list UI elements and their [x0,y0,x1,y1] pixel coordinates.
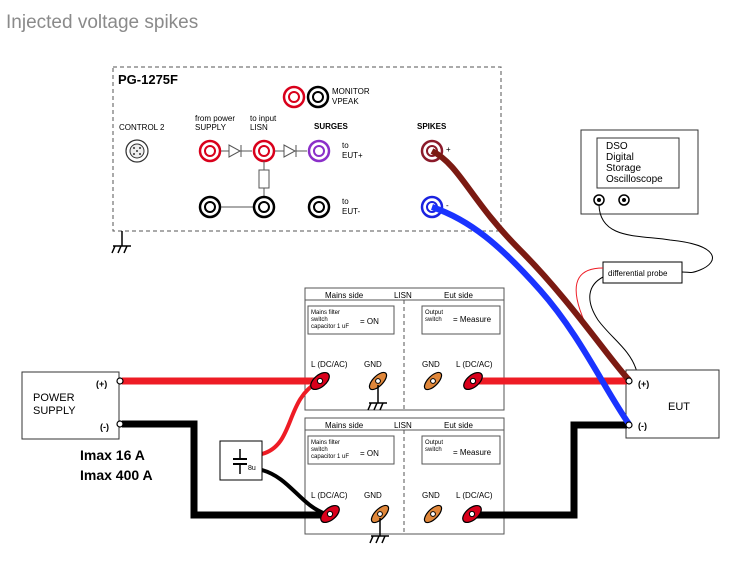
lisn-top-output-state: = Measure [453,315,492,324]
lisn-input-label: LISN [250,123,268,132]
black-connector-lisn[interactable] [252,195,276,219]
lisn-bottom-title: LISN [394,421,412,430]
svg-text:Output: Output [425,310,443,316]
eut-box: EUT (+) (-) [625,369,720,439]
lisn-bottom-filter-state: = ON [360,449,379,458]
supply-label: SUPPLY [195,123,227,132]
monitor-black-connector[interactable] [306,85,330,109]
dso-input-1[interactable] [593,194,605,206]
ps-minus-terminal[interactable] [116,420,124,428]
svg-text:L (DC/AC): L (DC/AC) [311,491,348,500]
imax-16-label: Imax 16 A [80,447,145,463]
capacitor-label: 8u [248,465,256,472]
lisn-bottom-mains-side: Mains side [325,421,364,430]
svg-text:GND: GND [422,360,440,369]
svg-text:switch: switch [311,447,328,453]
resistor-icon [258,169,270,189]
diode-1-icon [221,144,252,158]
brown-spike-cable [430,148,632,383]
svg-text:switch: switch [425,447,442,453]
surges-label: SURGES [314,122,348,131]
eut-minus-label: (-) [638,421,647,431]
dso-digital: Digital [606,152,634,163]
ps-minus-label: (-) [100,422,109,432]
lisn-top-title: LISN [394,291,412,300]
svg-text:Mains filter: Mains filter [311,310,340,316]
spikes-minus-label: - [446,201,449,210]
capacitor-black-lead [261,468,327,516]
spikes-label: SPIKES [417,122,447,131]
page-title: Injected voltage spikes [6,12,199,33]
svg-text:GND: GND [364,360,382,369]
power-supply: POWER SUPPLY (+) (-) [21,371,120,440]
lisn-top: Mains side LISN Eut side Mains filter sw… [304,287,505,411]
generator-model: PG-1275F [118,72,178,87]
probe-label: differential probe [608,269,668,278]
dso-label: DSO [606,141,628,152]
dso-storage: Storage [606,163,641,174]
to-label-2: to [342,197,349,206]
control-connector[interactable] [125,139,149,163]
svg-text:L (DC/AC): L (DC/AC) [456,491,493,500]
svg-text:L (DC/AC): L (DC/AC) [456,360,493,369]
svg-text:capacitor 1 uF: capacitor 1 uF [311,454,349,460]
lisn-top-eut-side: Eut side [444,291,473,300]
black-connector-left[interactable] [198,195,222,219]
surges-eut-minus-connector[interactable] [307,195,331,219]
lisn-top-filter-state: = ON [360,317,379,326]
differential-probe [602,261,683,284]
dso-box: DSO Digital Storage Oscilloscope [580,129,699,215]
svg-text:GND: GND [364,491,382,500]
dso-oscilloscope: Oscilloscope [606,174,663,185]
svg-text:switch: switch [311,317,328,323]
ground-icon [111,239,132,254]
dso-input-2[interactable] [618,194,630,206]
capacitor-red-lead [261,380,320,456]
svg-text:capacitor 1 uF: capacitor 1 uF [311,324,349,330]
monitor-red-connector[interactable] [282,85,306,109]
svg-text:L (DC/AC): L (DC/AC) [311,360,348,369]
generator-panel: PG-1275F MONITOR VPEAK CONTROL 2 from po… [112,66,502,232]
svg-text:GND: GND [422,491,440,500]
from-power-label: from power [195,114,235,123]
eut-plus-label: (+) [638,379,649,389]
lisn-top-mains-side: Mains side [325,291,364,300]
lisn-bottom-output-state: = Measure [453,448,492,457]
svg-text:switch: switch [425,317,442,323]
eut-minus-terminal[interactable] [625,421,633,429]
eut-plus-terminal[interactable] [625,377,633,385]
svg-text:Output: Output [425,440,443,446]
eut-label: EUT [668,401,690,413]
to-input-label: to input [250,114,277,123]
spikes-plus-label: + [446,145,451,154]
power-supply-label: POWER [33,392,75,404]
black-wire-supply [122,420,326,519]
imax-400-label: Imax 400 A [80,467,153,483]
control-label: CONTROL 2 [119,123,165,132]
eut-plus-label: EUT+ [342,151,363,160]
capacitor-box [219,440,263,481]
black-wire-eut [472,421,627,519]
to-label-1: to [342,141,349,150]
diode-2-icon [275,144,307,158]
eut-minus-label: EUT- [342,207,361,216]
blue-spike-cable [431,204,632,426]
to-input-lisn-connector[interactable] [252,139,276,163]
ps-plus-terminal[interactable] [116,377,124,385]
lisn-bottom-eut-side: Eut side [444,421,473,430]
from-power-supply-connector[interactable] [198,139,222,163]
vpeak-label: VPEAK [332,97,359,106]
surges-eut-plus-connector[interactable] [307,139,331,163]
ps-plus-label: (+) [96,379,107,389]
power-supply-label-2: SUPPLY [33,405,76,417]
monitor-label: MONITOR [332,87,370,96]
svg-text:Mains filter: Mains filter [311,440,340,446]
